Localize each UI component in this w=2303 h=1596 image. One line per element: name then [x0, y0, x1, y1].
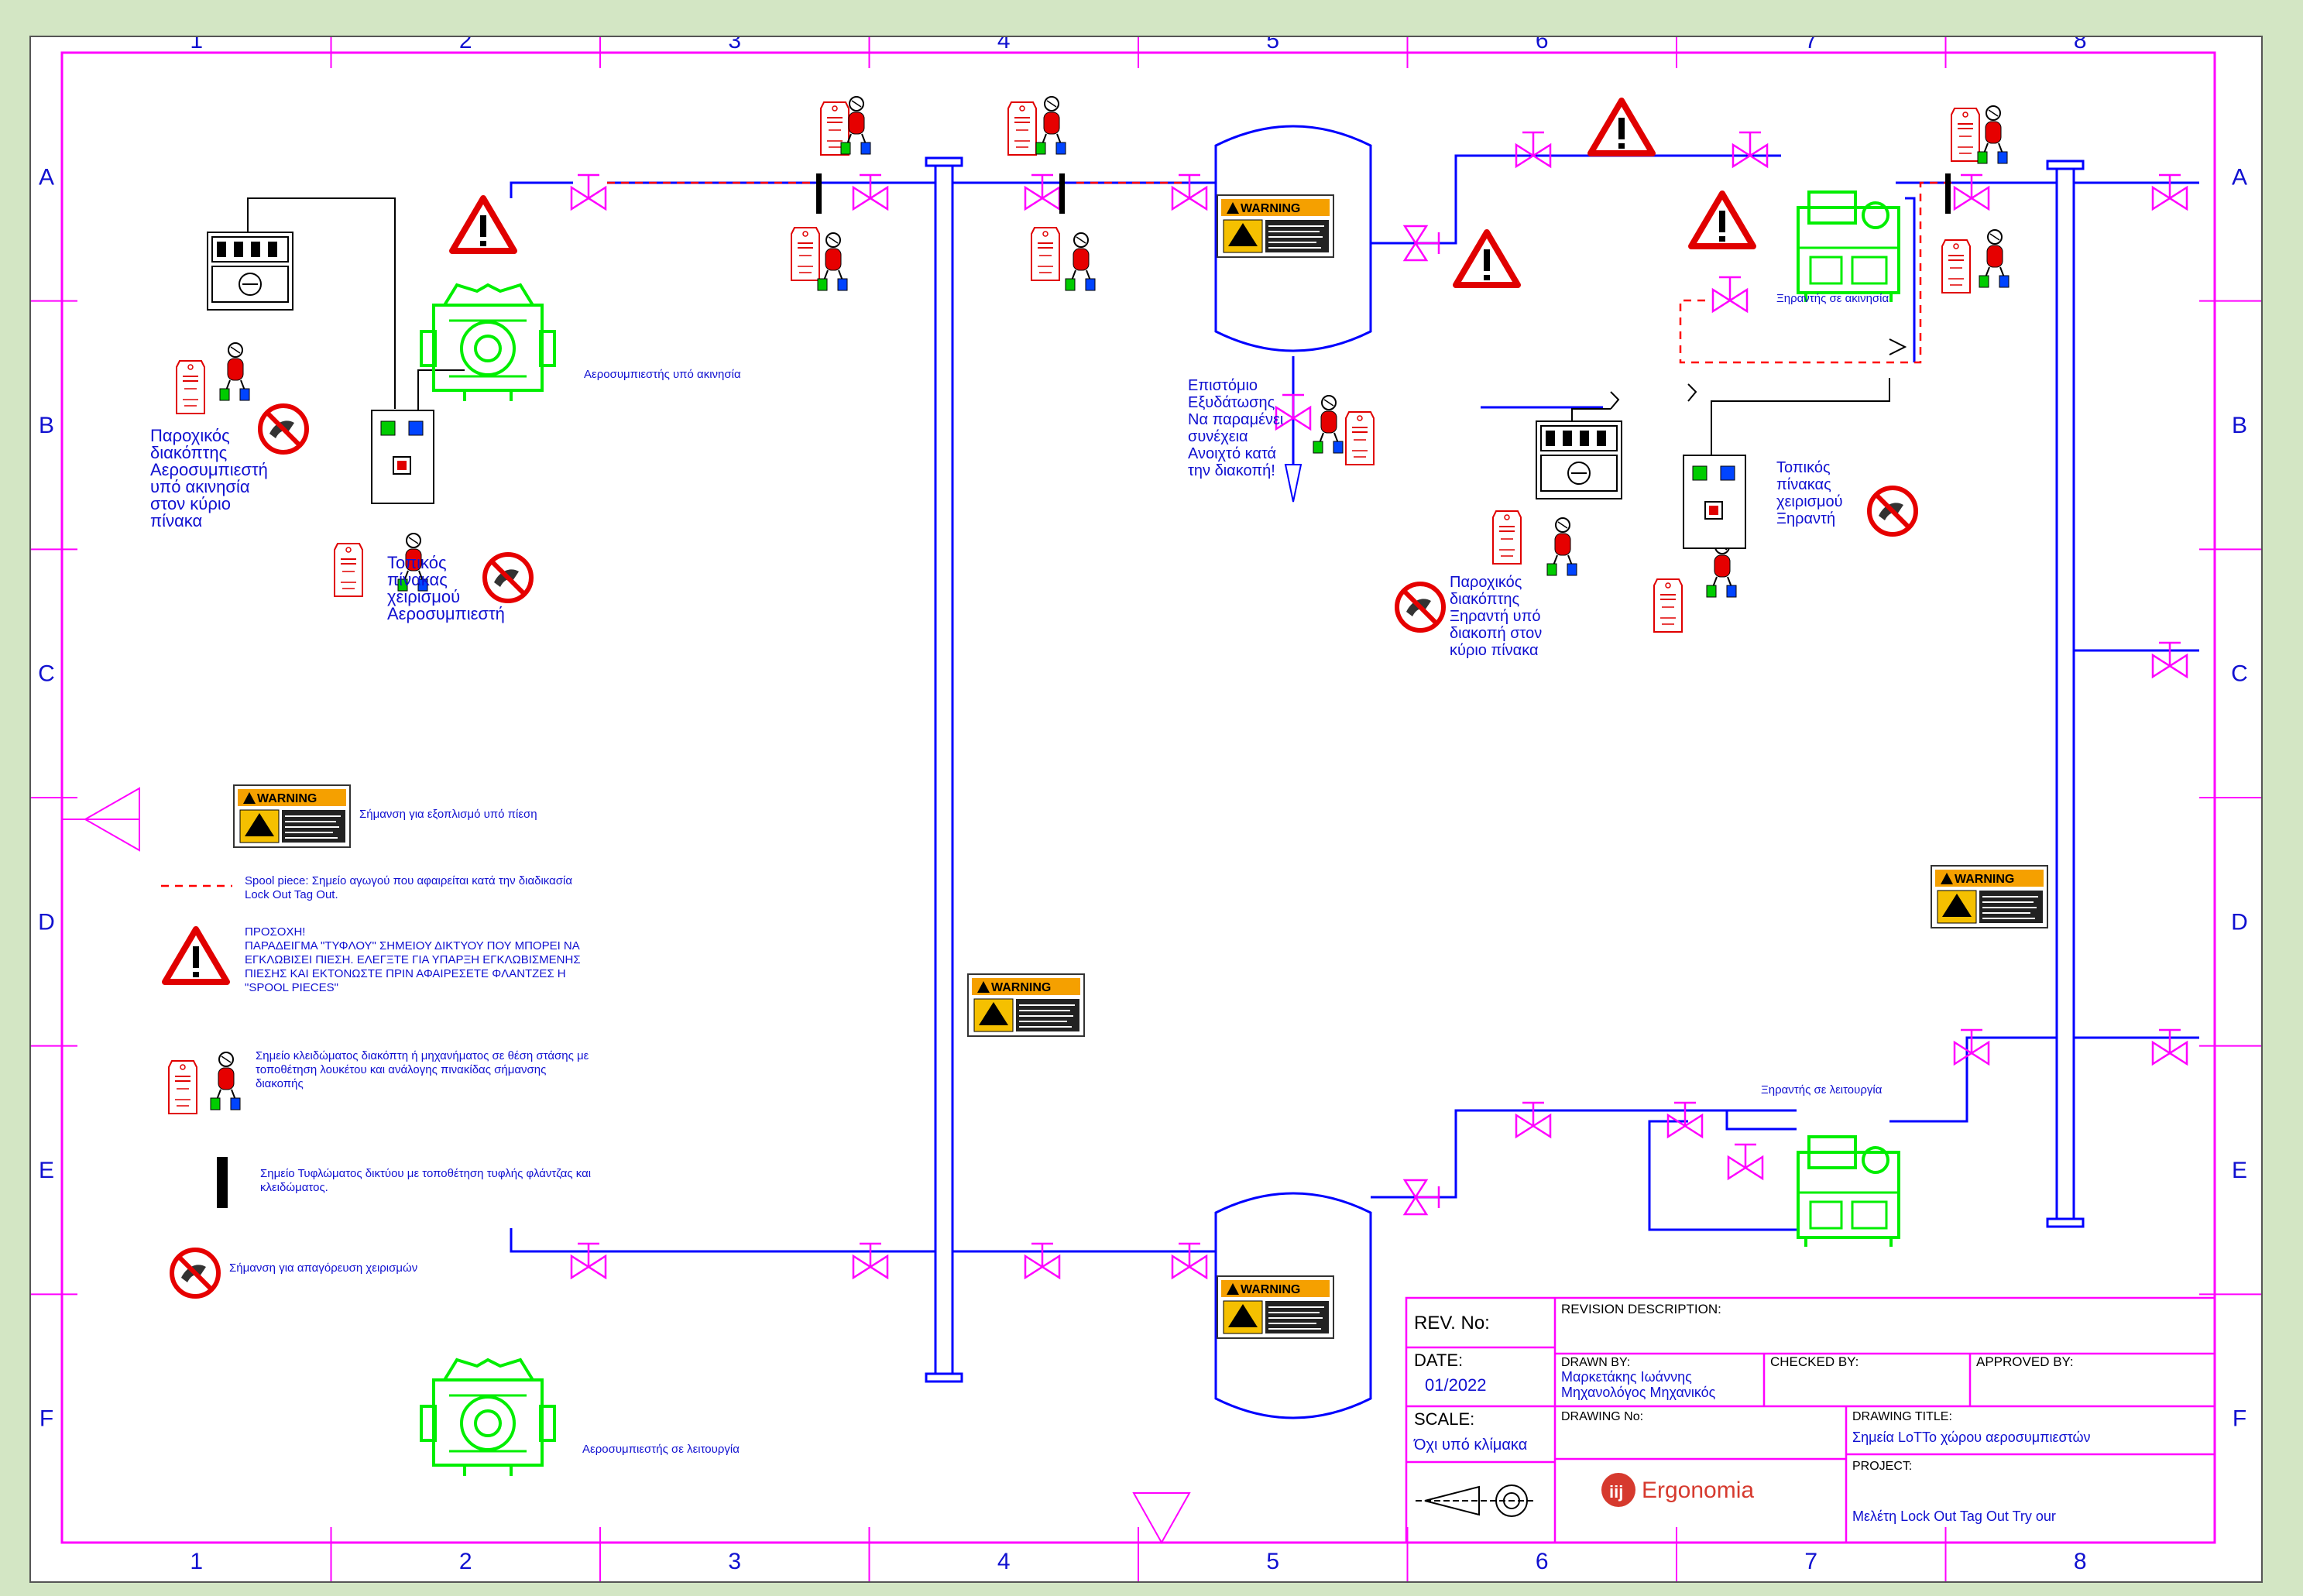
label-drain-valve: Επιστόμιο Εξυδάτωσης Να παραμένει συνέχε…	[1188, 377, 1288, 479]
tb-approved-by: APPROVED BY:	[1976, 1354, 2074, 1369]
label-main-breaker-dryer: Παροχικός διακόπτης Ξηραντή υπό διακοπή …	[1450, 574, 1546, 659]
legend-caution: ΠΡΟΣΟΧΗ! ΠΑΡΑΔΕΙΓΜΑ "ΤΥΦΛΟΥ" ΣΗΜΕΙΟΥ ΔΙΚ…	[245, 925, 584, 994]
drawing-sheet: WARNING	[29, 36, 2263, 1583]
grid-row-label: F	[2233, 1406, 2246, 1432]
ergonomia-logo-text: Ergonomia	[1642, 1478, 1754, 1503]
tb-checked-by: CHECKED BY:	[1770, 1354, 1859, 1369]
grid-row-label: B	[2232, 413, 2247, 438]
legend-spool-piece: Spool piece: Σημείο αγωγού που αφαιρείτα…	[245, 874, 575, 901]
grid-column-label: 8	[2074, 1549, 2087, 1574]
grid-row-label: F	[39, 1406, 53, 1432]
legend-blind-point: Σημείο Τυφλώματος δικτύου με τοποθέτηση …	[260, 1167, 594, 1194]
grid-column-label: 5	[1266, 37, 1279, 53]
grid-column-label: 1	[190, 37, 203, 53]
tb-drawing-title-label: DRAWING TITLE:	[1852, 1410, 1952, 1423]
legend-no-operation: Σήμανση για απαγόρευση χειρισμών	[229, 1261, 417, 1275]
grid-column-label: 4	[997, 37, 1011, 53]
grid-column-label: 7	[1804, 1549, 1817, 1574]
legend-lock-point: Σημείο κλειδώματος διακόπτη ή μηχανήματο…	[256, 1049, 592, 1090]
grid-row-label: C	[38, 661, 55, 687]
grid-row-label: C	[2231, 661, 2248, 687]
pid-diagram: WARNING	[31, 37, 2261, 1581]
label-compressor-idle: Αεροσυμπιεστής υπό ακινησία	[584, 368, 741, 381]
tb-scale-value: Όχι υπό κλίμακα	[1413, 1436, 1527, 1454]
tb-drawn-by-value: Μαρκετάκης Ιωάννης Μηχανολόγος Μηχανικός	[1561, 1369, 1716, 1400]
tb-drawing-no: DRAWING No:	[1561, 1410, 1643, 1423]
tb-date-label: DATE:	[1414, 1351, 1463, 1370]
grid-row-label: D	[2231, 909, 2248, 935]
label-dryer-running: Ξηραντής σε λειτουργία	[1761, 1083, 1883, 1097]
grid-column-label: 1	[190, 1549, 203, 1574]
grid-column-label: 3	[728, 1549, 741, 1574]
tb-revision-description: REVISION DESCRIPTION:	[1561, 1302, 1721, 1316]
grid-column-label: 6	[1536, 37, 1549, 53]
grid-row-label: B	[39, 413, 54, 438]
tb-drawn-by-label: DRAWN BY:	[1561, 1356, 1630, 1369]
label-main-breaker-compressor: Παροχικός διακόπτης Αεροσυμπιεστή υπό ακ…	[150, 426, 273, 530]
grid-column-label: 3	[728, 37, 741, 53]
grid-column-label: 7	[1804, 37, 1817, 53]
label-dryer-idle: Ξηραντής σε ακινησία	[1776, 292, 1889, 305]
tb-date-value: 01/2022	[1425, 1375, 1487, 1395]
tb-drawing-title-value: Σημεία LoTTo χώρου αεροσυμπιεστών	[1852, 1430, 2091, 1445]
grid-column-label: 5	[1266, 1549, 1279, 1574]
grid-row-label: A	[39, 164, 54, 190]
label-local-panel-compressor: Τοπικός πίνακας χειρισμού Αεροσυμπιεστή	[387, 553, 505, 623]
grid-column-label: 6	[1536, 1549, 1549, 1574]
tb-scale-label: SCALE:	[1414, 1409, 1474, 1429]
grid-row-label: E	[39, 1158, 54, 1183]
legend-pressure-sign: Σήμανση για εξοπλισμό υπό πίεση	[359, 808, 537, 821]
tb-rev-no: REV. No:	[1414, 1313, 1490, 1333]
label-local-panel-dryer: Τοπικός πίνακας χειρισμού Ξηραντή	[1776, 459, 1847, 527]
grid-column-label: 8	[2074, 37, 2087, 53]
grid-row-label: D	[38, 909, 55, 935]
grid-column-label: 2	[459, 37, 472, 53]
label-compressor-running: Αεροσυμπιεστής σε λειτουργία	[582, 1443, 740, 1456]
grid-row-label: E	[2232, 1158, 2247, 1183]
svg-text:iij: iij	[1609, 1482, 1623, 1502]
grid-column-label: 2	[459, 1549, 472, 1574]
grid-column-label: 4	[997, 1549, 1011, 1574]
tb-project-label: PROJECT:	[1852, 1460, 1912, 1473]
grid-row-label: A	[2232, 164, 2247, 190]
tb-project-value: Μελέτη Lock Out Tag Out Try our	[1852, 1508, 2056, 1524]
